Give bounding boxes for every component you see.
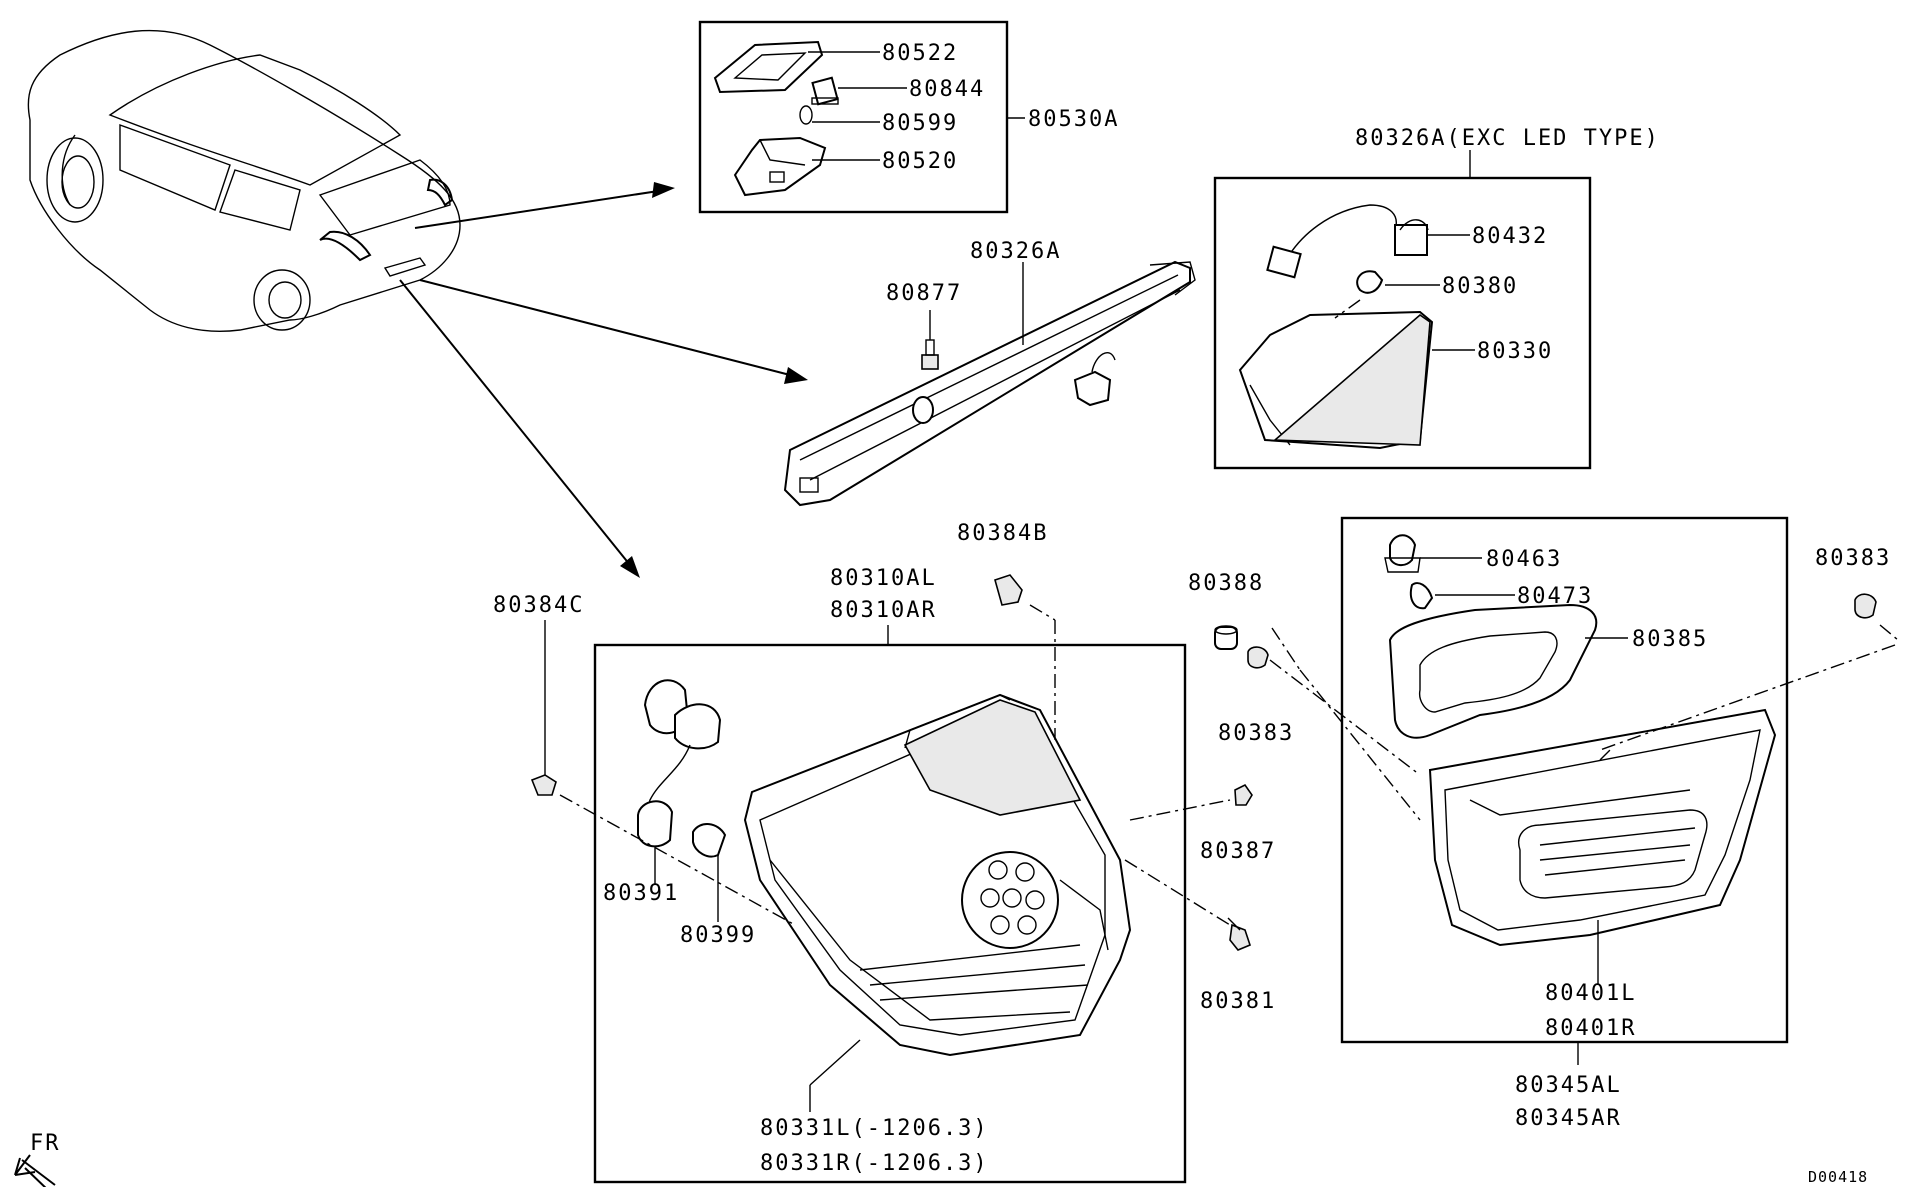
label-80330: 80330 (1477, 339, 1553, 364)
diagram-code: D00418 (1808, 1168, 1868, 1186)
label-80391: 80391 (603, 881, 679, 906)
label-80384B: 80384B (957, 521, 1048, 546)
label-80530A: 80530A (1028, 107, 1119, 132)
front-direction-arrow-icon (14, 1154, 56, 1187)
vehicle-illustration (27, 29, 461, 332)
label-80387: 80387 (1200, 839, 1276, 864)
license-lamp-assembly: 80522 80844 80599 80520 80530A (698, 20, 1119, 214)
label-80388: 80388 (1188, 571, 1264, 596)
label-80310AR: 80310AR (830, 598, 937, 623)
inner-tail-lamp-assembly: 80463 80473 80385 80401L 80401R 80345AL … (1340, 516, 1899, 1131)
label-80326A: 80326A (970, 239, 1061, 264)
label-80385: 80385 (1632, 627, 1708, 652)
rear-lamp-exc-led-box: 80326A(EXC LED TYPE) 80432 80380 80330 (1213, 126, 1660, 470)
label-80383-left: 80383 (1218, 721, 1294, 746)
label-80844: 80844 (909, 77, 985, 102)
label-80345AR: 80345AR (1515, 1106, 1622, 1131)
label-80520: 80520 (882, 149, 958, 174)
label-80463: 80463 (1486, 547, 1562, 572)
label-80432: 80432 (1472, 224, 1548, 249)
label-80331R: 80331R(-1206.3) (760, 1151, 989, 1176)
label-80331L: 80331L(-1206.3) (760, 1116, 989, 1141)
label-80345AL: 80345AL (1515, 1073, 1622, 1098)
label-80326A-exc-led: 80326A(EXC LED TYPE) (1355, 126, 1660, 151)
callout-arrows (399, 182, 808, 578)
label-80401L: 80401L (1545, 981, 1636, 1006)
label-80380: 80380 (1442, 274, 1518, 299)
high-mount-stop-lamp: 80326A 80877 (783, 239, 1196, 507)
label-80599: 80599 (882, 111, 958, 136)
label-80384C: 80384C (493, 593, 584, 618)
label-80383-right: 80383 (1815, 546, 1891, 571)
front-direction-indicator: FR (14, 1131, 61, 1187)
outer-tail-lamp-assembly: 80310AL 80310AR 80391 80399 (493, 521, 1421, 1184)
fr-label: FR (30, 1131, 61, 1156)
label-80401R: 80401R (1545, 1016, 1636, 1041)
label-80381: 80381 (1200, 989, 1276, 1014)
label-80877: 80877 (886, 281, 962, 306)
label-80310AL: 80310AL (830, 566, 937, 591)
label-80399: 80399 (680, 923, 756, 948)
label-80522: 80522 (882, 41, 958, 66)
